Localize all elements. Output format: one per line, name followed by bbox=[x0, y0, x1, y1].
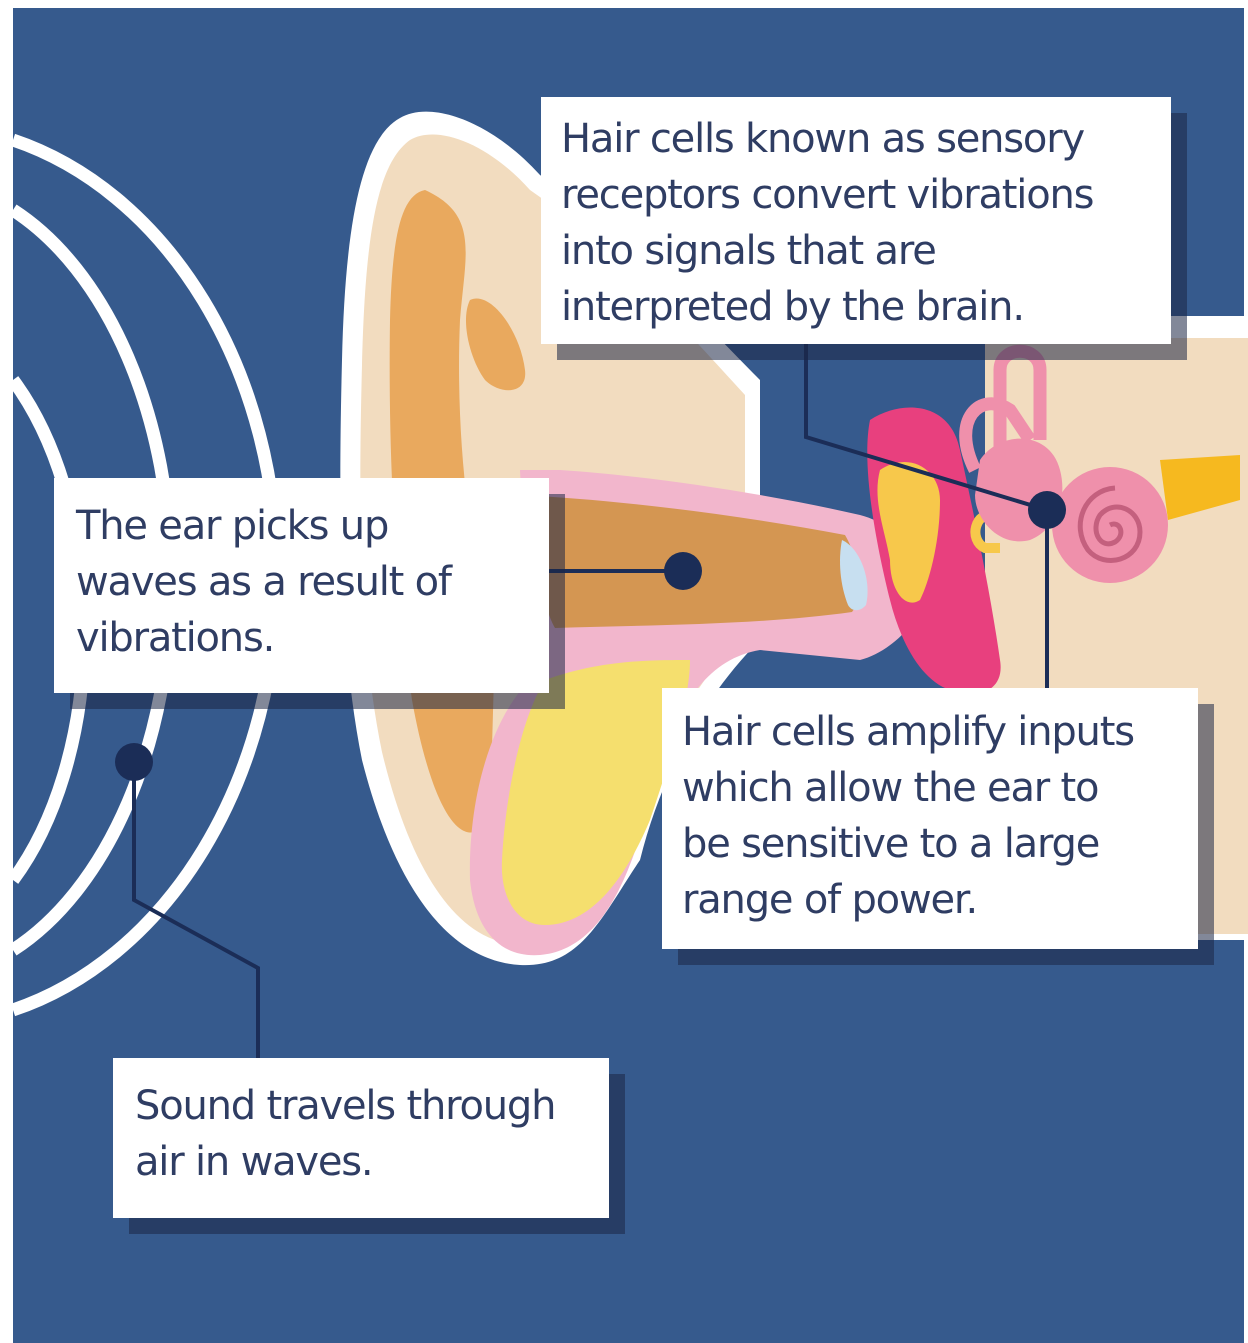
callout-amplify-inputs-line-3: be sensitive to a large bbox=[682, 816, 1099, 872]
callout-amplify-inputs-line-2: which allow the ear to bbox=[682, 760, 1098, 816]
marker-dot-sound-wave bbox=[115, 743, 153, 781]
callout-sound-travels-line-1: Sound travels through bbox=[135, 1078, 555, 1134]
callout-sound-travels: Sound travels through air in waves. bbox=[113, 1058, 609, 1218]
callout-sensory-receptors: Hair cells known as sensory receptors co… bbox=[541, 97, 1171, 344]
callout-ear-picks-up-line-2: waves as a result of bbox=[76, 554, 451, 610]
callout-sensory-receptors-line-2: receptors convert vibrations bbox=[561, 167, 1093, 223]
callout-amplify-inputs-line-4: range of power. bbox=[682, 872, 977, 928]
callout-amplify-inputs-line-1: Hair cells amplify inputs bbox=[682, 704, 1134, 760]
callout-ear-picks-up: The ear picks up waves as a result of vi… bbox=[54, 478, 549, 693]
marker-dot-cochlea bbox=[1028, 491, 1066, 529]
callout-ear-picks-up-line-3: vibrations. bbox=[76, 610, 274, 666]
callout-sensory-receptors-line-3: into signals that are bbox=[561, 223, 936, 279]
callout-sound-travels-line-2: air in waves. bbox=[135, 1134, 372, 1190]
marker-dot-ear-canal bbox=[664, 552, 702, 590]
callout-sensory-receptors-line-1: Hair cells known as sensory bbox=[561, 111, 1084, 167]
callout-ear-picks-up-line-1: The ear picks up bbox=[76, 498, 388, 554]
callout-amplify-inputs: Hair cells amplify inputs which allow th… bbox=[662, 688, 1198, 949]
callout-sensory-receptors-line-4: interpreted by the brain. bbox=[561, 279, 1024, 335]
